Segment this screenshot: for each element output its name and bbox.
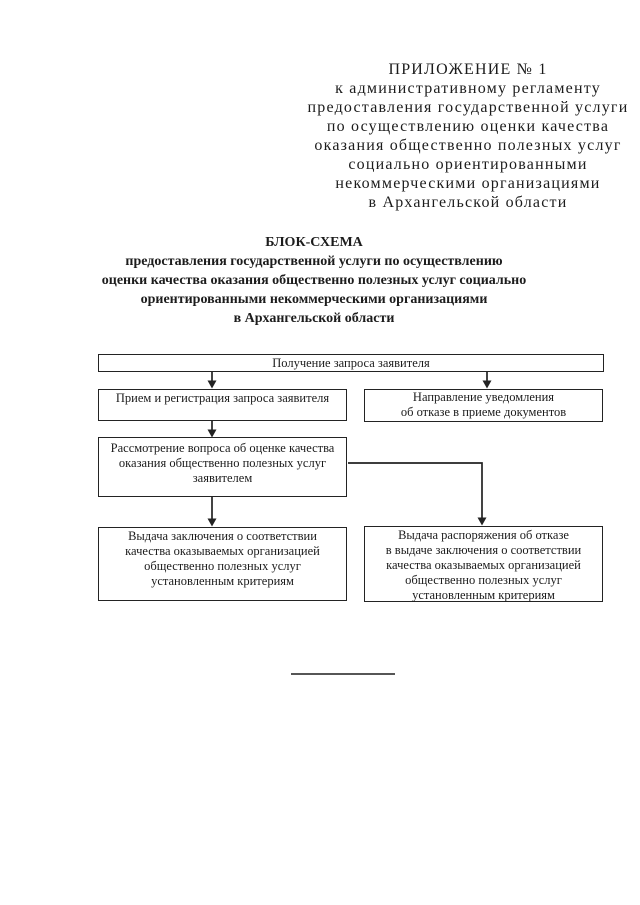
appendix-header-line: социально ориентированными bbox=[348, 156, 588, 173]
appendix-header-line: оказания общественно полезных услуг bbox=[314, 137, 622, 154]
box-text-line: Получение запроса заявителя bbox=[272, 355, 430, 370]
arrowhead-down-icon bbox=[482, 380, 492, 389]
appendix-header-line: к административному регламенту bbox=[335, 80, 601, 97]
document-title-line: БЛОК-СХЕМА bbox=[265, 235, 363, 250]
box-text-line: качества оказываемых организацией bbox=[125, 544, 320, 558]
box-text-line: об отказе в приеме документов bbox=[400, 405, 567, 419]
flowchart-box-consideration: Рассмотрение вопроса об оценке качества … bbox=[98, 437, 347, 497]
box-text-line: общественно полезных услуг bbox=[405, 573, 562, 587]
box-text-line: Прием и регистрация запроса заявителя bbox=[115, 391, 330, 405]
flowchart-box-reception-registration: Прием и регистрация запроса заявителя bbox=[98, 389, 347, 421]
box-text-line: Рассмотрение вопроса об оценке качества bbox=[110, 441, 335, 455]
box-text-line: заявителем bbox=[192, 471, 253, 485]
appendix-header-line: некоммерческими организациями bbox=[335, 175, 601, 192]
appendix-header-line: ПРИЛОЖЕНИЕ № 1 bbox=[388, 61, 548, 78]
box-text-line: Выдача распоряжения об отказе bbox=[398, 528, 569, 542]
document-title-line: предоставления государственной услуги по… bbox=[125, 254, 503, 269]
appendix-header-line: по осуществлению оценки качества bbox=[326, 118, 610, 135]
flowchart-box-refusal-notice: Направление уведомления об отказе в прие… bbox=[364, 389, 603, 422]
box-text-line: Направление уведомления bbox=[412, 390, 555, 404]
arrowhead-down-icon bbox=[207, 518, 217, 527]
connector-consider-to-refusal-order bbox=[348, 462, 483, 518]
document-title-line: в Архангельской области bbox=[233, 311, 395, 326]
appendix-header-line: предоставления государственной услуги bbox=[307, 99, 629, 116]
arrowhead-down-icon bbox=[477, 517, 487, 526]
box-text-line: качества оказываемых организацией bbox=[386, 558, 581, 572]
flowchart-box-issue-refusal-order: Выдача распоряжения об отказе в выдаче з… bbox=[364, 526, 603, 602]
box-text-line: Выдача заключения о соответствии bbox=[128, 529, 317, 543]
box-text-line: оказания общественно полезных услуг bbox=[118, 456, 327, 470]
box-text-line: в выдаче заключения о соответствии bbox=[385, 543, 582, 557]
footer-separator-line bbox=[291, 673, 395, 675]
appendix-header: ПРИЛОЖЕНИЕ № 1 к административному регла… bbox=[288, 60, 640, 212]
flowchart-box-receive-request: Получение запроса заявителя bbox=[98, 354, 604, 372]
flowchart-box-issue-conclusion: Выдача заключения о соответствии качеств… bbox=[98, 527, 347, 601]
box-text-line: установленным критериям bbox=[412, 588, 555, 602]
box-text-line: установленным критериям bbox=[151, 574, 294, 588]
appendix-header-line: в Архангельской области bbox=[368, 194, 568, 211]
document-title: БЛОК-СХЕМА предоставления государственно… bbox=[0, 233, 628, 328]
box-text-line: общественно полезных услуг bbox=[144, 559, 301, 573]
document-title-line: ориентированными некоммерческими организ… bbox=[140, 292, 488, 307]
document-title-line: оценки качества оказания общественно пол… bbox=[101, 273, 527, 288]
arrowhead-down-icon bbox=[207, 380, 217, 389]
